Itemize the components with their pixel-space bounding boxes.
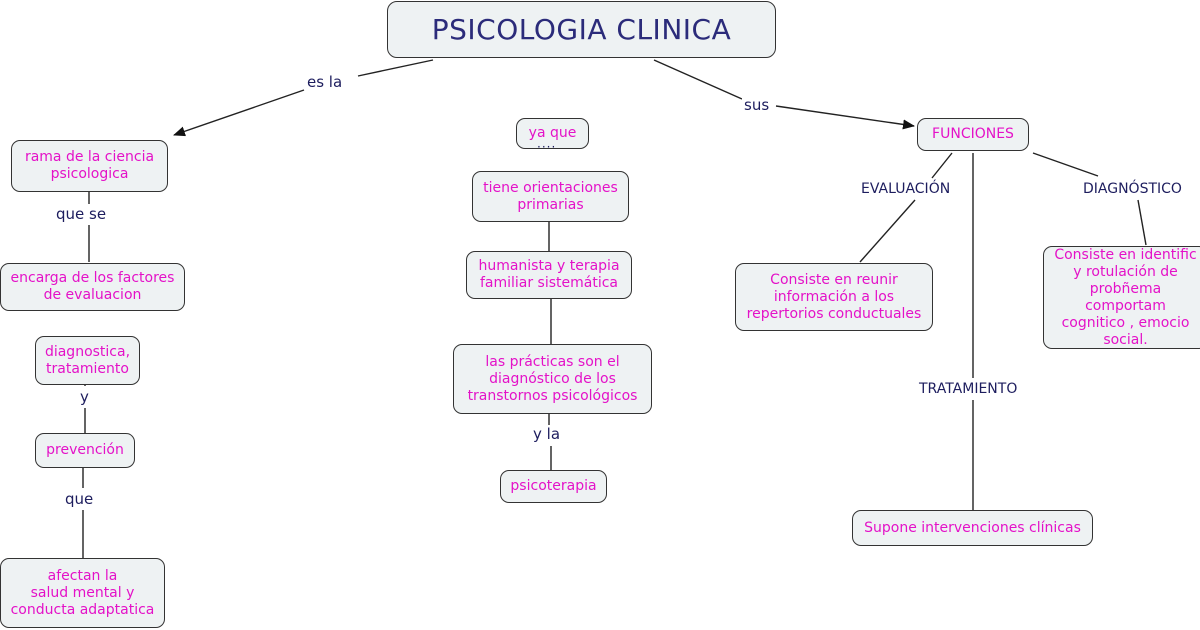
- concept-diagnostica-tratamiento[interactable]: diagnostica, tratamiento: [35, 336, 140, 385]
- concept-ya-que[interactable]: ya que: [516, 118, 589, 149]
- concept-consiste-reunir[interactable]: Consiste en reunir información a los rep…: [735, 263, 933, 331]
- link-evaluacion: EVALUACIÓN: [859, 181, 953, 198]
- concept-consiste-identificacion[interactable]: Consiste en identific y rotulación de pr…: [1043, 246, 1200, 349]
- link-y: y: [78, 388, 91, 406]
- concept-encarga-factores[interactable]: encarga de los factores de evaluacion: [0, 263, 185, 311]
- concept-prevencion[interactable]: prevención: [35, 433, 135, 468]
- link-es-la: es la: [305, 73, 345, 91]
- link-diagnostico: DIAGNÓSTICO: [1081, 181, 1184, 198]
- concept-supone-intervenciones[interactable]: Supone intervenciones clínicas: [852, 510, 1093, 546]
- concept-orientaciones[interactable]: tiene orientaciones primarias: [472, 171, 629, 222]
- concept-funciones[interactable]: FUNCIONES: [917, 118, 1029, 151]
- concept-psicoterapia[interactable]: psicoterapia: [500, 470, 607, 503]
- link-que-se: que se: [54, 205, 109, 223]
- link-tratamiento: TRATAMIENTO: [917, 381, 1020, 398]
- link-sus: sus: [742, 96, 772, 114]
- concept-humanista[interactable]: humanista y terapia familiar sistemática: [466, 251, 632, 299]
- concept-afectan-salud[interactable]: afectan la salud mental y conducta adapt…: [0, 558, 165, 628]
- concept-practicas[interactable]: las prácticas son el diagnóstico de los …: [453, 344, 652, 414]
- root-concept[interactable]: PSICOLOGIA CLINICA: [387, 1, 776, 58]
- link-que: que: [63, 490, 96, 508]
- hidden-link-dots: ····: [537, 140, 557, 154]
- concept-rama-ciencia[interactable]: rama de la ciencia psicologica: [11, 140, 168, 192]
- link-y-la: y la: [531, 425, 563, 443]
